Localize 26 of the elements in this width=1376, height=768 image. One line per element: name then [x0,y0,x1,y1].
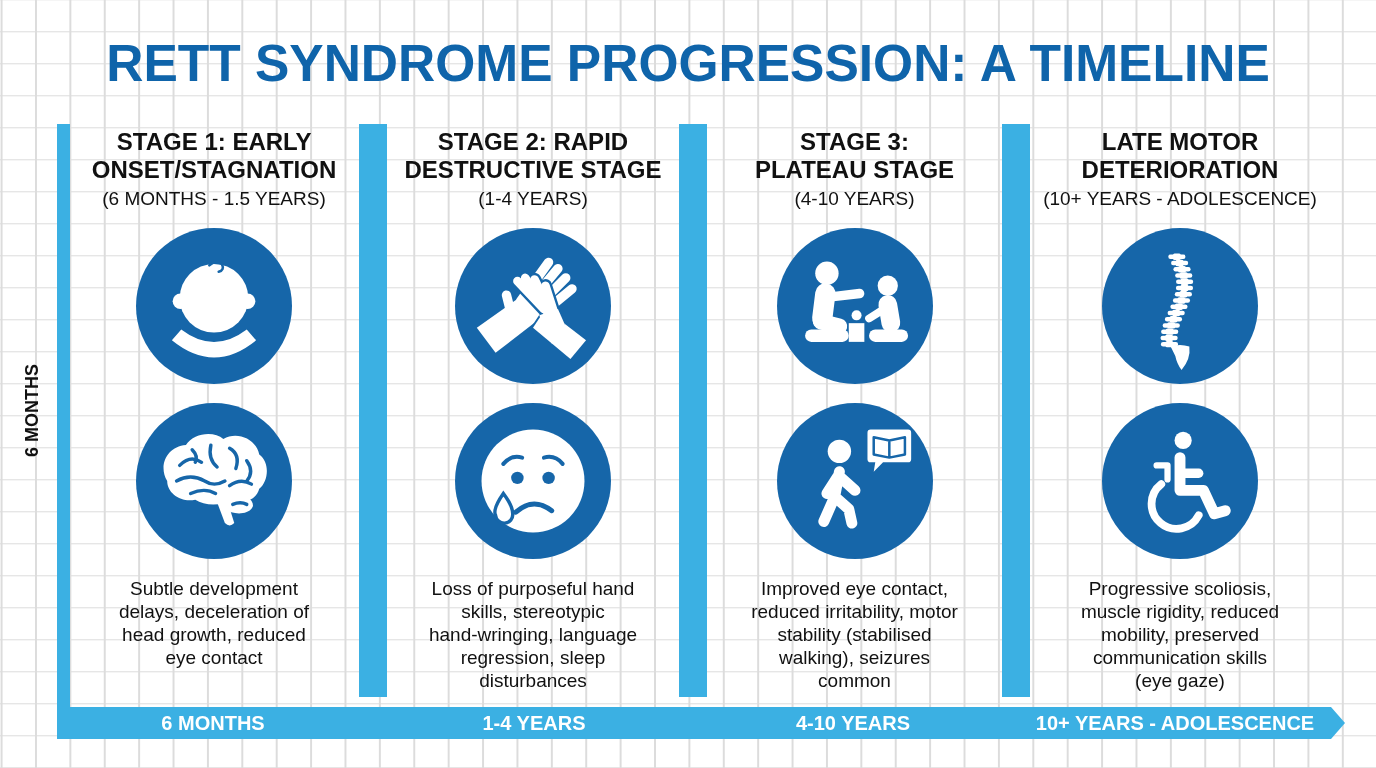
brain-icon [136,403,292,559]
age-range: (6 MONTHS - 1.5 YEARS) [101,187,327,211]
wheelchair-icon [1102,403,1258,559]
walking-child-icon [776,403,933,559]
age-range: (4-10 YEARS) [793,187,916,211]
spine-icon [1102,228,1258,384]
stage-description: Loss of purposeful hand skills, stereotypic hand-wringing, language regression, sleep disturbances [427,577,639,692]
axis-label: 6 MONTHS [21,363,43,457]
timeline-label: 1-4 YEARS [481,711,587,735]
stage-description: Improved eye contact, reduced irritability, motor stability (stabilised walking), seizures common [750,577,959,692]
children-playing-icon [776,228,933,384]
hands-icon [455,228,611,384]
stage-description: Subtle development delays, deceleration of head growth, reduced eye contact [117,577,311,669]
stage-description: Progressive scoliosis, muscle rigidity, reduced mobility, preserved communication skills (eye gaze) [1079,577,1281,692]
stage-heading: STAGE 1: EARLY ONSET/STAGNATION [90,128,338,184]
baby-head-icon [136,228,292,384]
timeline-label: 4-10 YEARS [794,711,912,735]
age-range: (1-4 YEARS) [477,187,589,211]
title: RETT SYNDROME PROGRESSION: A TIMELINE [105,33,1271,93]
timeline-label: 10+ YEARS - ADOLESCENCE [1034,711,1316,735]
stage-heading: STAGE 3: PLATEAU STAGE [753,128,956,184]
age-range: (10+ YEARS - ADOLESCENCE) [1042,187,1318,211]
crying-face-icon [455,403,611,559]
timeline-label: 6 MONTHS [160,711,266,735]
stage-heading: STAGE 2: RAPID DESTRUCTIVE STAGE [403,128,663,184]
stage-heading: LATE MOTOR DETERIORATION [1080,128,1280,184]
